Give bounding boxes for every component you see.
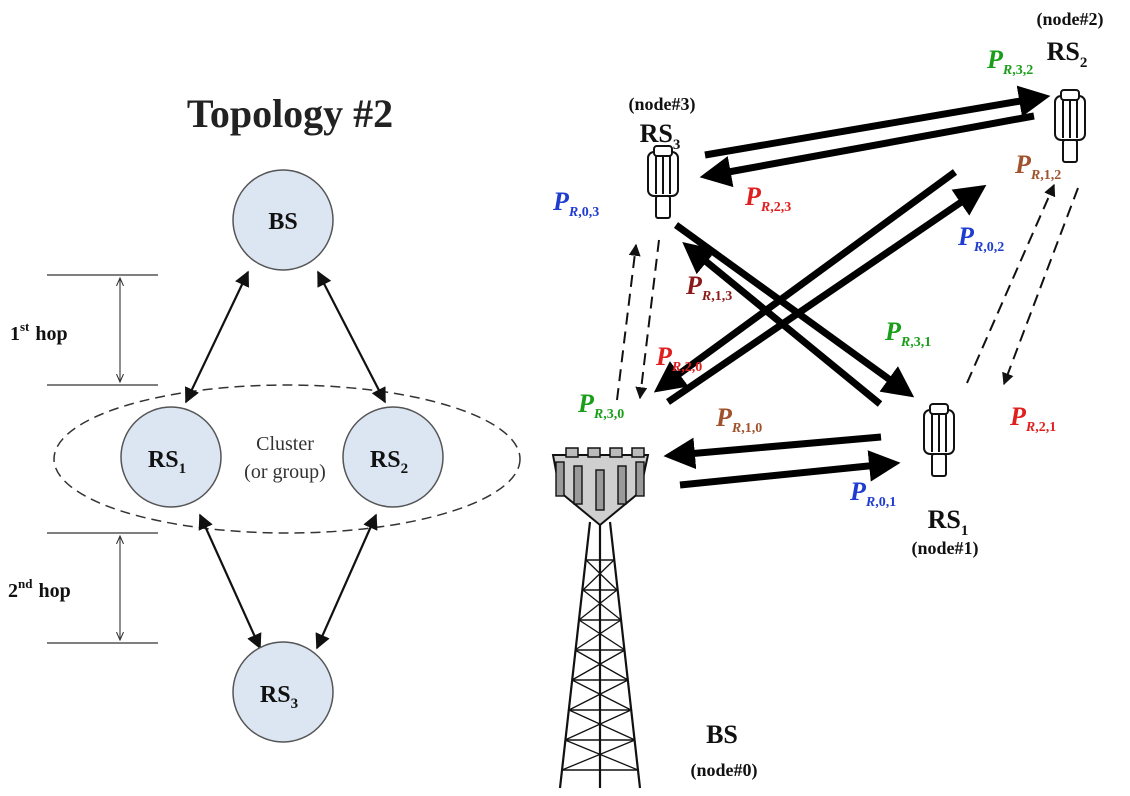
power-label-p20: PR,2,0	[655, 342, 702, 375]
bs-node	[232, 169, 334, 271]
rs1-node-label: RS1	[148, 447, 186, 477]
link-rs2-to-rs3	[699, 112, 1035, 188]
link-rs2-to-bs	[653, 169, 958, 393]
link-rs1-to-rs3	[682, 242, 883, 407]
dashed-rs1-to-rs2	[966, 183, 1056, 384]
link-rs2-rs3	[315, 513, 378, 650]
bs-id: (node#0)	[691, 760, 758, 781]
link-bs-to-rs1	[679, 450, 901, 489]
rs2-node-label: RS2	[370, 447, 408, 477]
dashed-bs-to-rs3	[616, 243, 641, 401]
rs2-name: RS2	[1047, 37, 1088, 71]
cluster-label-line2: (or group)	[244, 461, 326, 483]
rs1-node	[120, 406, 222, 508]
rs2-id: (node#2)	[1037, 9, 1104, 30]
bs-node-label: BS	[268, 209, 297, 235]
cluster-ellipse	[53, 384, 521, 534]
power-label-p12: PR,1,2	[1014, 150, 1061, 183]
power-label-p23: PR,2,3	[744, 182, 791, 215]
dashed-rs2-to-rs1	[1002, 187, 1079, 386]
rs3-relay-icon	[647, 145, 679, 219]
cluster-label-line1: Cluster	[256, 433, 314, 455]
rs1-id: (node#1)	[912, 538, 979, 559]
link-rs1-rs3	[198, 513, 262, 650]
rs1-relay-icon	[923, 403, 955, 477]
power-label-p32: PR,3,2	[986, 45, 1033, 78]
power-label-p30: PR,3,0	[577, 389, 624, 422]
rs3-node-label: RS3	[260, 682, 298, 712]
rs3-node	[232, 641, 334, 743]
link-rs3-to-rs1	[673, 222, 915, 398]
topology-title: Topology #2	[187, 91, 393, 136]
link-bs-to-rs2	[666, 184, 987, 405]
rs2-node	[342, 406, 444, 508]
power-label-p13: PR,1,3	[685, 271, 732, 304]
rs3-name: RS3	[640, 119, 681, 153]
link-bs-rs2	[317, 270, 386, 404]
link-rs1-to-bs	[663, 433, 882, 470]
power-label-p01: PR,0,1	[849, 477, 896, 510]
bs-name: BS	[706, 720, 738, 749]
rs3-id: (node#3)	[629, 94, 696, 115]
dashed-rs3-to-bs	[635, 239, 660, 400]
bs-tower-icon	[551, 447, 650, 789]
power-label-p03: PR,0,3	[552, 187, 599, 220]
power-label-p02: PR,0,2	[957, 222, 1004, 255]
power-label-p21: PR,2,1	[1009, 402, 1056, 435]
power-label-p31: PR,3,1	[884, 317, 931, 350]
link-bs-rs1	[185, 270, 249, 404]
power-labels: PR,3,2PR,1,2PR,0,3 PR,2,3PR,0,2PR,1,3PR,3…	[552, 45, 1061, 510]
power-label-p10: PR,1,0	[715, 403, 762, 436]
rs2-relay-icon	[1054, 89, 1086, 163]
rs1-name: RS1	[928, 505, 969, 539]
link-rs3-to-rs2	[704, 85, 1051, 159]
